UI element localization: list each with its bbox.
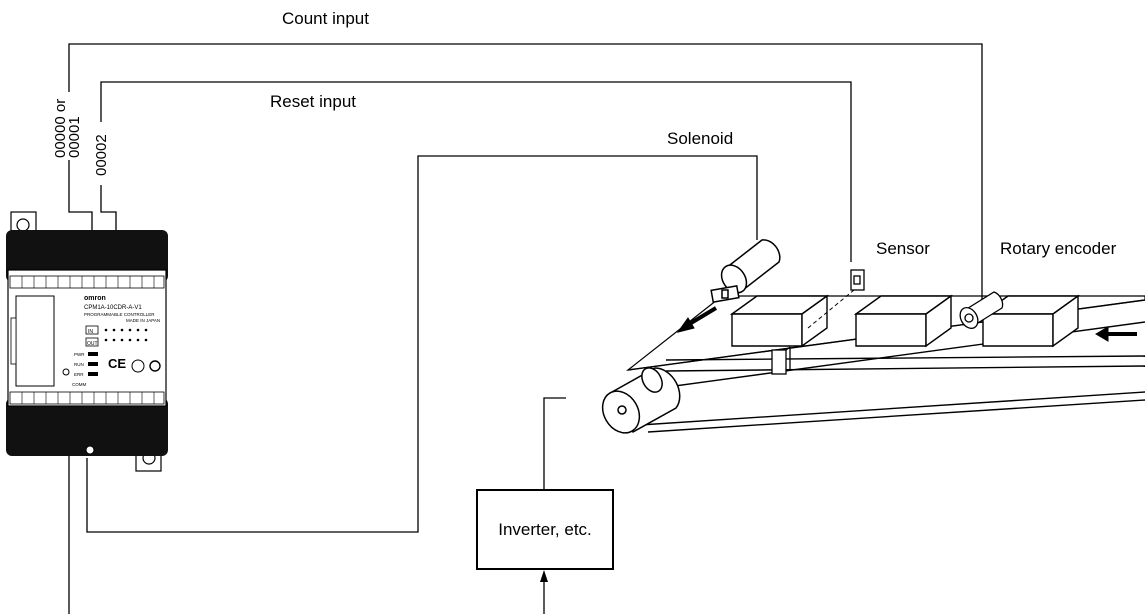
wiring	[68, 43, 983, 614]
plc-made-in-text: MADE IN JAPAN	[126, 318, 160, 323]
inverter-to-motor-wire	[543, 397, 566, 489]
sensor-label: Sensor	[876, 239, 930, 258]
sensor-beam	[807, 289, 855, 329]
count-input-label: Count input	[282, 9, 369, 28]
inverter-input-arrow	[540, 570, 548, 582]
terminal-label-reset: 00002	[93, 134, 110, 176]
inverter-label: Inverter, etc.	[498, 519, 592, 539]
terminal-lead-count	[68, 160, 93, 232]
plc-unit: CE	[6, 211, 168, 472]
svg-text:CE: CE	[108, 356, 126, 371]
plc-out-label: OUT	[87, 341, 98, 347]
plc-model-text: CPM1A-10CDR-A-V1	[84, 305, 142, 311]
terminal-lead-reset	[100, 185, 117, 232]
solenoid-device	[710, 239, 781, 304]
plc-in-label: IN	[88, 329, 93, 335]
plc-err-label: ERR	[74, 372, 84, 377]
plc-comm-label: COMM	[72, 382, 86, 387]
solenoid-label: Solenoid	[667, 129, 734, 148]
conveyor-direction-arrow	[1095, 326, 1137, 342]
drive-motor	[601, 367, 681, 434]
terminal-label-count-2: 00001	[66, 116, 83, 158]
count-input-wire	[68, 43, 983, 302]
plc-type-text: PROGRAMMABLE CONTROLLER	[84, 312, 155, 317]
push-arrow	[676, 306, 718, 333]
plc-run-label: RUN	[74, 362, 84, 367]
plc-brand-text: omron	[84, 295, 106, 302]
reset-input-label: Reset input	[270, 92, 356, 111]
sensor-device	[850, 269, 865, 291]
solenoid-wire	[86, 155, 758, 533]
reset-input-wire	[100, 81, 852, 262]
plc-pwr-label: PWR	[74, 352, 85, 357]
inverter-box: Inverter, etc.	[476, 489, 614, 570]
box-right	[980, 294, 1081, 348]
rotary-encoder-device	[959, 291, 1004, 329]
box-middle	[853, 294, 954, 348]
reflector	[771, 346, 791, 375]
rotary-encoder-label: Rotary encoder	[1000, 239, 1117, 258]
box-left	[729, 294, 830, 348]
